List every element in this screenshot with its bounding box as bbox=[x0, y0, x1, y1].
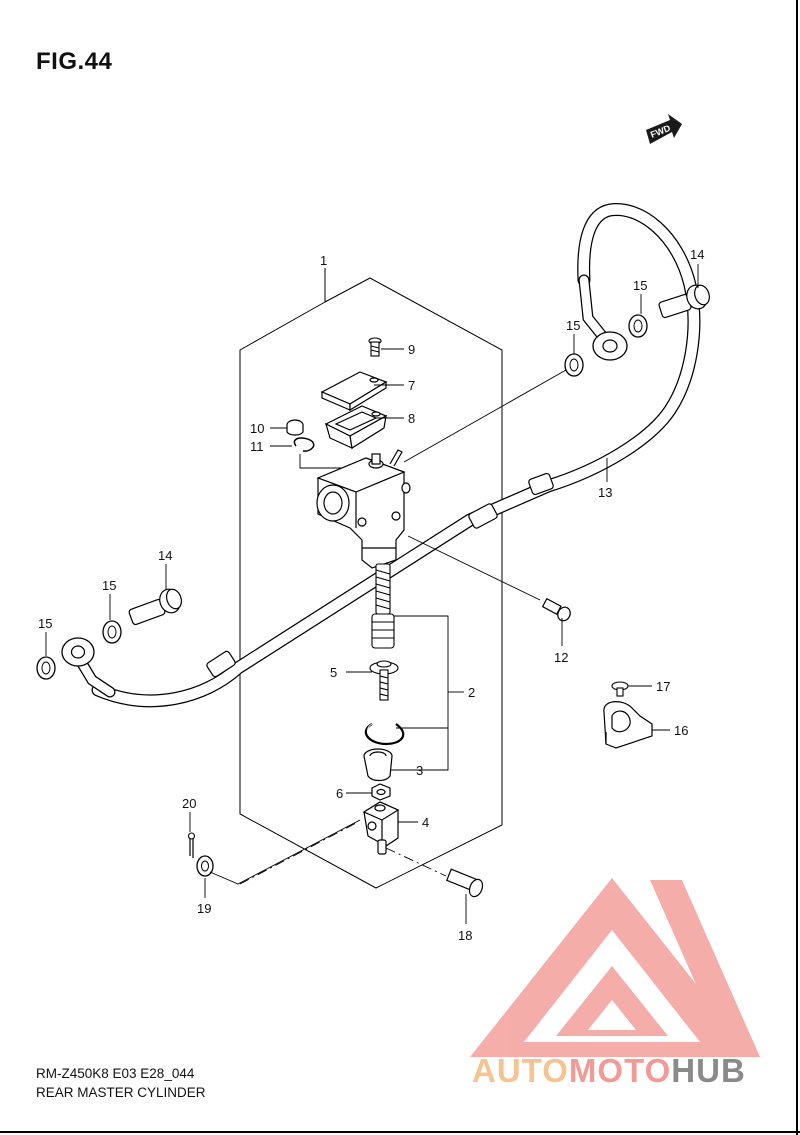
callout-12: 12 bbox=[554, 650, 568, 665]
clevis-pin bbox=[445, 868, 484, 898]
watermark-brand: AUTOMOTOHUB bbox=[472, 1052, 746, 1090]
cap-plug bbox=[286, 419, 304, 436]
rod-joint bbox=[362, 801, 400, 855]
callout-17: 17 bbox=[656, 679, 670, 694]
callout-15-lower-outer: 15 bbox=[102, 578, 116, 593]
section-name: REAR MASTER CYLINDER bbox=[36, 1085, 206, 1100]
union-bolt-upper bbox=[658, 284, 710, 319]
callout-18: 18 bbox=[458, 928, 472, 943]
diaphragm bbox=[324, 405, 388, 450]
watermark-logo bbox=[470, 878, 760, 1057]
callout-3: 3 bbox=[416, 763, 423, 778]
cotter-pin bbox=[187, 832, 196, 858]
callout-16: 16 bbox=[674, 723, 688, 738]
callout-1: 1 bbox=[320, 253, 327, 268]
callout-9: 9 bbox=[408, 342, 415, 357]
callout-15-lower-inner: 15 bbox=[38, 616, 52, 631]
guide-screw bbox=[611, 681, 629, 697]
callout-8: 8 bbox=[408, 411, 415, 426]
callout-5: 5 bbox=[330, 665, 337, 680]
lock-nut bbox=[371, 783, 391, 801]
model-code: RM-Z450K8 E03 E28_044 bbox=[36, 1066, 195, 1081]
push-rod bbox=[369, 660, 399, 701]
circlip-upper bbox=[293, 437, 315, 452]
washer-lower-outer bbox=[102, 620, 122, 644]
washer-upper-outer bbox=[628, 314, 648, 338]
watermark-auto: AUTO bbox=[472, 1052, 569, 1089]
circlip-lower bbox=[364, 723, 405, 746]
piston bbox=[371, 613, 395, 649]
callout-7: 7 bbox=[408, 378, 415, 393]
callout-14-upper: 14 bbox=[690, 247, 704, 262]
callout-11: 11 bbox=[250, 439, 264, 454]
mounting-bolt bbox=[541, 597, 571, 622]
callout-labels: 1 9 7 8 10 11 14 15 15 13 14 15 15 12 5 … bbox=[38, 247, 704, 943]
hose-guide bbox=[603, 701, 653, 749]
callout-20: 20 bbox=[182, 796, 196, 811]
washer-upper-inner bbox=[564, 353, 584, 377]
callout-15-upper-outer: 15 bbox=[633, 278, 647, 293]
dust-boot bbox=[363, 748, 393, 782]
callout-10: 10 bbox=[250, 421, 264, 436]
callout-19: 19 bbox=[197, 901, 211, 916]
reservoir-cap bbox=[320, 371, 388, 412]
washer-lower-inner bbox=[36, 656, 56, 680]
union-bolt-lower bbox=[128, 588, 183, 626]
figure-title: FIG.44 bbox=[36, 48, 113, 75]
watermark-moto: MOTO bbox=[568, 1052, 672, 1089]
master-cylinder-body bbox=[316, 449, 411, 569]
callout-2: 2 bbox=[468, 685, 475, 700]
callout-13: 13 bbox=[598, 485, 612, 500]
pin-washer bbox=[196, 855, 214, 877]
diagram-footer: RM-Z450K8 E03 E28_044 REAR MASTER CYLIND… bbox=[36, 1064, 206, 1102]
callout-14-lower: 14 bbox=[158, 548, 172, 563]
piston-spring bbox=[375, 563, 391, 615]
callout-6: 6 bbox=[336, 786, 343, 801]
watermark-hub: HUB bbox=[671, 1052, 746, 1089]
callout-15-upper-inner: 15 bbox=[566, 318, 580, 333]
cap-screw bbox=[368, 337, 382, 357]
assembly-group-outline bbox=[239, 277, 503, 889]
callout-4: 4 bbox=[422, 815, 429, 830]
brake-hose bbox=[61, 202, 701, 708]
forward-arrow-icon: FWD bbox=[646, 114, 682, 144]
leader-lines bbox=[45, 264, 699, 924]
